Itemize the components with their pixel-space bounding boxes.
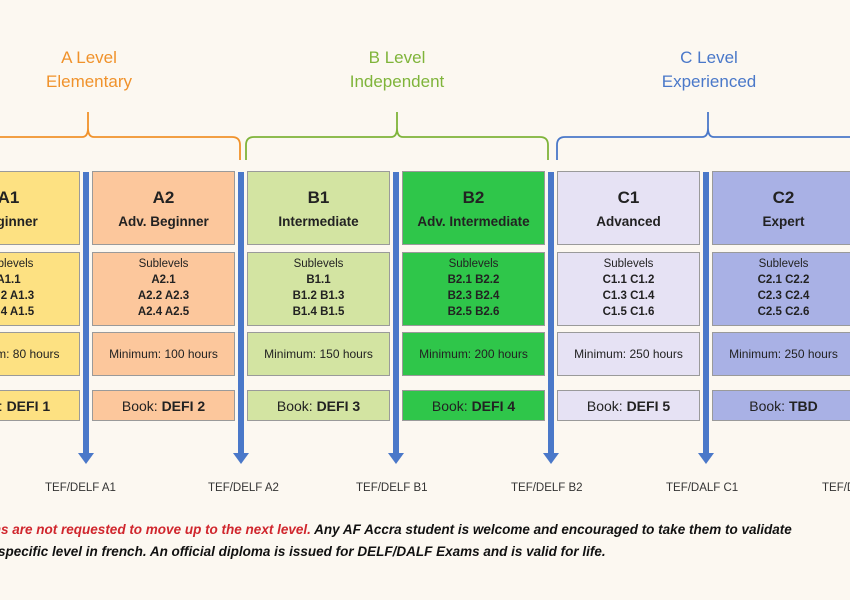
brace-a <box>0 112 241 160</box>
minimum-hours: Minimum: 100 hours <box>92 332 235 376</box>
book-title: TBD <box>788 397 818 414</box>
sublevels-caption: Sublevels <box>448 258 499 270</box>
sublevel-line: B1.4 B1.5 <box>292 306 345 318</box>
level-name: Intermediate <box>278 213 359 229</box>
book-title: DEFI 3 <box>316 397 361 414</box>
level-box-a1: A1Beginner <box>0 171 80 245</box>
progression-arrow <box>233 172 249 464</box>
sublevel-line: A2.2 A2.3 <box>137 290 190 302</box>
book-title: DEFI 5 <box>626 397 671 414</box>
sublevel-line: A1.2 A1.3 <box>0 290 35 302</box>
brace-b <box>245 112 549 160</box>
book-label: Book: <box>121 397 162 414</box>
level-name: Adv. Beginner <box>118 213 209 229</box>
level-name: Adv. Intermediate <box>417 213 530 229</box>
exam-label: TEF/DELF B1 <box>356 482 428 494</box>
sublevels-caption: Sublevels <box>758 258 809 270</box>
exam-label: TEF/DALF C1 <box>666 482 739 494</box>
sublevel-line: C1.3 C1.4 <box>602 290 655 302</box>
book-label: Book: <box>431 397 472 414</box>
sublevel-line: B1.2 B1.3 <box>292 290 345 302</box>
level-braces <box>0 112 850 160</box>
minimum-hours: Minimum: 250 hours <box>557 332 700 376</box>
exam-label: TEF/DELF A2 <box>208 482 279 494</box>
sublevels-caption: Sublevels <box>138 258 189 270</box>
book-label: Book: <box>586 397 627 414</box>
minimum-hours: Minimum: 250 hours <box>712 332 850 376</box>
sublevel-line: C2.3 C2.4 <box>757 290 810 302</box>
exam-label: TEF/DALF C2 <box>822 482 850 494</box>
exam-label: TEF/DELF B2 <box>511 482 583 494</box>
level-name: Expert <box>762 213 805 229</box>
book-title: DEFI 2 <box>161 397 206 414</box>
book-box: Book: DEFI 1 <box>0 390 80 421</box>
sublevel-line: B2.3 B2.4 <box>447 290 500 302</box>
footnote-line-2: their specific level in french. An offic… <box>0 544 606 559</box>
sublevel-line: C2.1 C2.2 <box>757 274 810 286</box>
level-code: C2 <box>772 187 795 207</box>
book-box: Book: TBD <box>712 390 850 421</box>
level-code: A2 <box>152 187 175 207</box>
book-box: Book: DEFI 2 <box>92 390 235 421</box>
level-name: Beginner <box>0 213 38 229</box>
level-code: A1 <box>0 187 20 207</box>
progression-arrow <box>543 172 559 464</box>
level-code: B2 <box>462 187 485 207</box>
level-name: Advanced <box>596 213 661 229</box>
progression-arrow <box>78 172 94 464</box>
sublevel-line: B1.1 <box>306 274 331 286</box>
brace-c <box>556 112 850 160</box>
book-label: Book: <box>749 397 789 414</box>
footnote-text: Any AF Accra student is welcome and enco… <box>310 522 792 537</box>
book-label: Book: <box>0 398 7 414</box>
exam-label: TEF/DELF A1 <box>45 482 116 494</box>
sublevel-line: C2.5 C2.6 <box>757 306 810 318</box>
progression-arrow <box>388 172 404 464</box>
footnote-highlight: Exams are not requested to move up to th… <box>0 522 311 537</box>
sublevel-line: C1.1 C1.2 <box>602 274 655 286</box>
sublevels-caption: Sublevels <box>0 258 34 270</box>
progression-arrow <box>698 172 714 464</box>
sublevel-line: C1.5 C1.6 <box>602 306 655 318</box>
sublevel-line: A2.4 A2.5 <box>137 306 190 318</box>
sublevels-caption: Sublevels <box>293 258 344 270</box>
sublevels-box: SublevelsA1.1A1.2 A1.3A1.4 A1.5 <box>0 252 80 326</box>
sublevel-line: B2.1 B2.2 <box>447 274 500 286</box>
book-box: Book: DEFI 3 <box>247 390 390 421</box>
sublevel-line: B2.5 B2.6 <box>447 306 500 318</box>
sublevel-line: A2.1 <box>151 274 176 286</box>
book-title: DEFI 1 <box>6 397 51 414</box>
sublevel-line: A1.1 <box>0 274 21 286</box>
sublevel-line: A1.4 A1.5 <box>0 306 35 318</box>
minimum-hours: Minimum: 80 hours <box>0 332 80 376</box>
footnote: Exams are not requested to move up to th… <box>0 519 850 559</box>
level-code: C1 <box>617 187 640 207</box>
book-title: DEFI 4 <box>471 397 516 414</box>
book-label: Book: <box>276 397 317 414</box>
level-code: B1 <box>307 187 330 207</box>
book-box: Book: DEFI 4 <box>402 390 545 421</box>
book-box: Book: DEFI 5 <box>557 390 700 421</box>
minimum-hours: Minimum: 150 hours <box>247 332 390 376</box>
sublevels-caption: Sublevels <box>603 258 654 270</box>
minimum-hours: Minimum: 200 hours <box>402 332 545 376</box>
